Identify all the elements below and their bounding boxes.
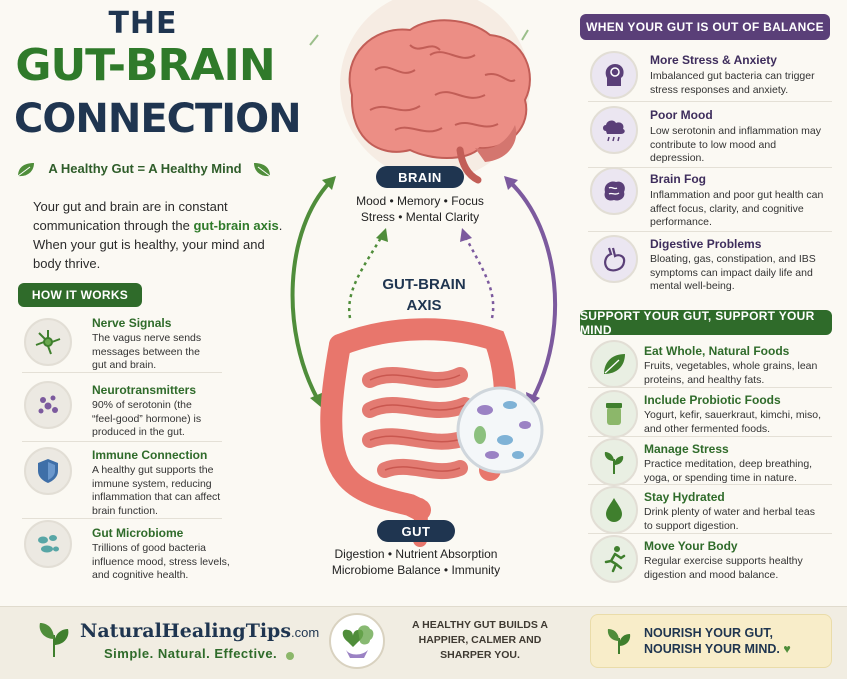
stomach-icon	[590, 235, 638, 283]
slogan: Simple. Natural. Effective.	[104, 646, 278, 661]
list-item-title: Move Your Body	[644, 539, 738, 553]
list-item-desc: Bloating, gas, constipation, and IBS sym…	[650, 253, 816, 292]
list-item-title: Neurotransmitters	[92, 383, 197, 397]
list-item-title: Immune Connection	[92, 448, 208, 462]
divider	[588, 387, 832, 388]
water-drop-icon	[590, 486, 638, 534]
leaf-icon	[254, 163, 271, 177]
divider	[588, 101, 832, 102]
list-item-desc: Regular exercise supports healthy digest…	[644, 555, 803, 581]
list-item-title: Eat Whole, Natural Foods	[644, 344, 790, 358]
dotted-arrow-up	[463, 235, 495, 319]
leaf-icon	[590, 340, 638, 388]
rain-cloud-icon	[590, 106, 638, 154]
list-item-title: Nerve Signals	[92, 316, 172, 330]
list-item-title: More Stress & Anxiety	[650, 53, 777, 67]
list-item-desc: Imbalanced gut bacteria can trigger stre…	[650, 70, 815, 96]
list-item-desc: Inflammation and poor gut health can aff…	[650, 189, 824, 228]
title-connection: CONNECTION	[14, 96, 302, 142]
list-item-desc: Fruits, vegetables, whole grains, lean p…	[644, 360, 818, 386]
shield-icon	[24, 447, 72, 495]
divider	[588, 436, 832, 437]
intro-highlight: gut-brain axis	[193, 218, 279, 233]
list-item-title: Manage Stress	[644, 442, 729, 456]
gut-brain-illustration	[290, 0, 557, 547]
brand-name: NaturalHealingTips.com	[80, 620, 320, 642]
how-it-works-heading: HOW IT WORKS	[18, 283, 142, 307]
jar-icon	[590, 390, 638, 438]
divider	[588, 231, 832, 232]
divider	[22, 518, 222, 519]
divider	[22, 372, 222, 373]
leaf-logo-icon	[39, 623, 69, 657]
nerve-icon	[24, 318, 72, 366]
intro-text: Your gut and brain are in constant commu…	[33, 199, 283, 271]
brain-icon	[348, 19, 531, 184]
microbiome-lens-icon	[456, 386, 544, 474]
arrow-left	[290, 180, 332, 401]
support-heading: SUPPORT YOUR GUT, SUPPORT YOUR MIND	[580, 309, 832, 337]
anxious-head-icon	[590, 51, 638, 99]
heart-icon: ♥	[783, 642, 791, 656]
list-item-title: Poor Mood	[650, 108, 713, 122]
dotted-arrow-up	[347, 235, 384, 319]
list-item-title: Gut Microbiome	[92, 526, 184, 540]
list-item-desc: Trillions of good bacteria influence moo…	[92, 542, 230, 581]
plant-icon	[590, 438, 638, 486]
list-item-desc: Yogurt, kefir, sauerkraut, kimchi, miso,…	[644, 409, 822, 435]
leaf-icon	[607, 629, 631, 654]
running-person-icon	[590, 535, 638, 583]
title-the: THE	[108, 6, 178, 41]
divider	[22, 441, 222, 442]
leaf-icon	[17, 163, 34, 177]
out-of-balance-heading: WHEN YOUR GUT IS OUT OF BALANCE	[580, 14, 830, 40]
brain-label: BRAIN	[376, 166, 464, 188]
list-item-title: Brain Fog	[650, 172, 706, 186]
dot-divider	[286, 652, 294, 660]
footer-message: A HEALTHY GUT BUILDS A HAPPIER, CALMER A…	[412, 619, 548, 661]
divider	[588, 533, 832, 534]
divider	[588, 484, 832, 485]
list-item-desc: A healthy gut supports the immune system…	[92, 464, 221, 517]
bacteria-icon	[24, 520, 72, 568]
list-item-desc: Drink plenty of water and herbal teas to…	[644, 506, 816, 532]
list-item-title: Include Probiotic Foods	[644, 393, 781, 407]
list-item-title: Stay Hydrated	[644, 490, 725, 504]
nourish-text: NOURISH YOUR GUT,NOURISH YOUR MIND. ♥	[644, 626, 791, 656]
tagline: A Healthy Gut = A Healthy Mind	[48, 161, 242, 176]
list-item-desc: 90% of serotonin (the “feel-good” hormon…	[92, 399, 202, 438]
list-item-desc: Practice meditation, deep breathing, yog…	[644, 458, 813, 484]
molecules-icon	[24, 381, 72, 429]
arrow-right	[508, 180, 557, 401]
divider	[588, 167, 832, 168]
title-gut-brain: GUT-BRAIN	[15, 40, 275, 91]
gut-label: GUT	[377, 520, 455, 542]
brain-fog-icon	[590, 167, 638, 215]
list-item-title: Digestive Problems	[650, 237, 762, 251]
list-item-desc: Low serotonin and inflammation may contr…	[650, 125, 822, 164]
heart-brain-icon	[329, 613, 385, 669]
nourish-banner	[590, 614, 832, 668]
list-item-desc: The vagus nerve sends messages between t…	[92, 332, 202, 371]
